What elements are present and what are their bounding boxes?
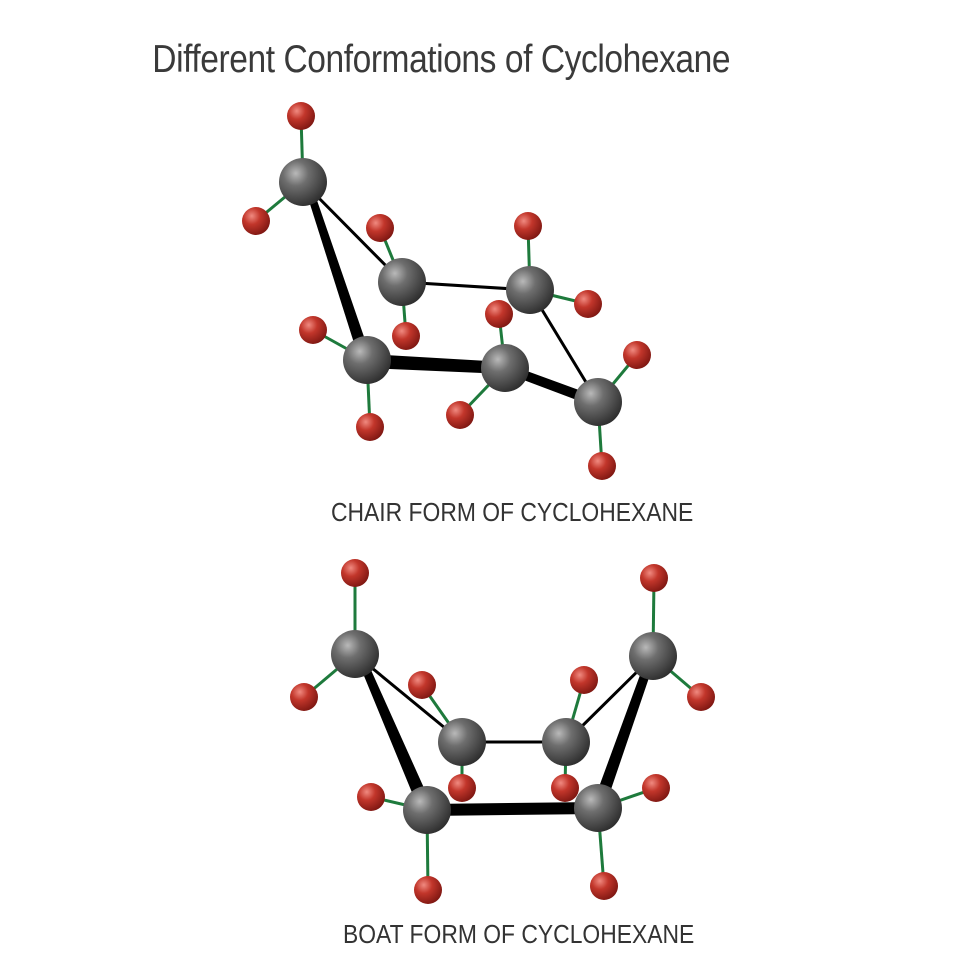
chair-carbon-atoms: [279, 158, 622, 426]
boat-form-caption: BOAT FORM OF CYCLOHEXANE: [343, 919, 695, 949]
boat-carbon-atoms: [331, 630, 677, 834]
boat-ch-bonds: [303, 573, 702, 891]
diagram-title: Different Conformations of Cyclohexane: [152, 38, 731, 81]
boat-hydrogen-atoms: [290, 559, 715, 904]
chair-cc-bonds: [301, 180, 600, 408]
chair-form-caption: CHAIR FORM OF CYCLOHEXANE: [331, 497, 694, 527]
chair-hydrogen-atoms: [242, 102, 651, 480]
chair-molecule: [242, 102, 651, 480]
boat-molecule: [290, 559, 715, 904]
